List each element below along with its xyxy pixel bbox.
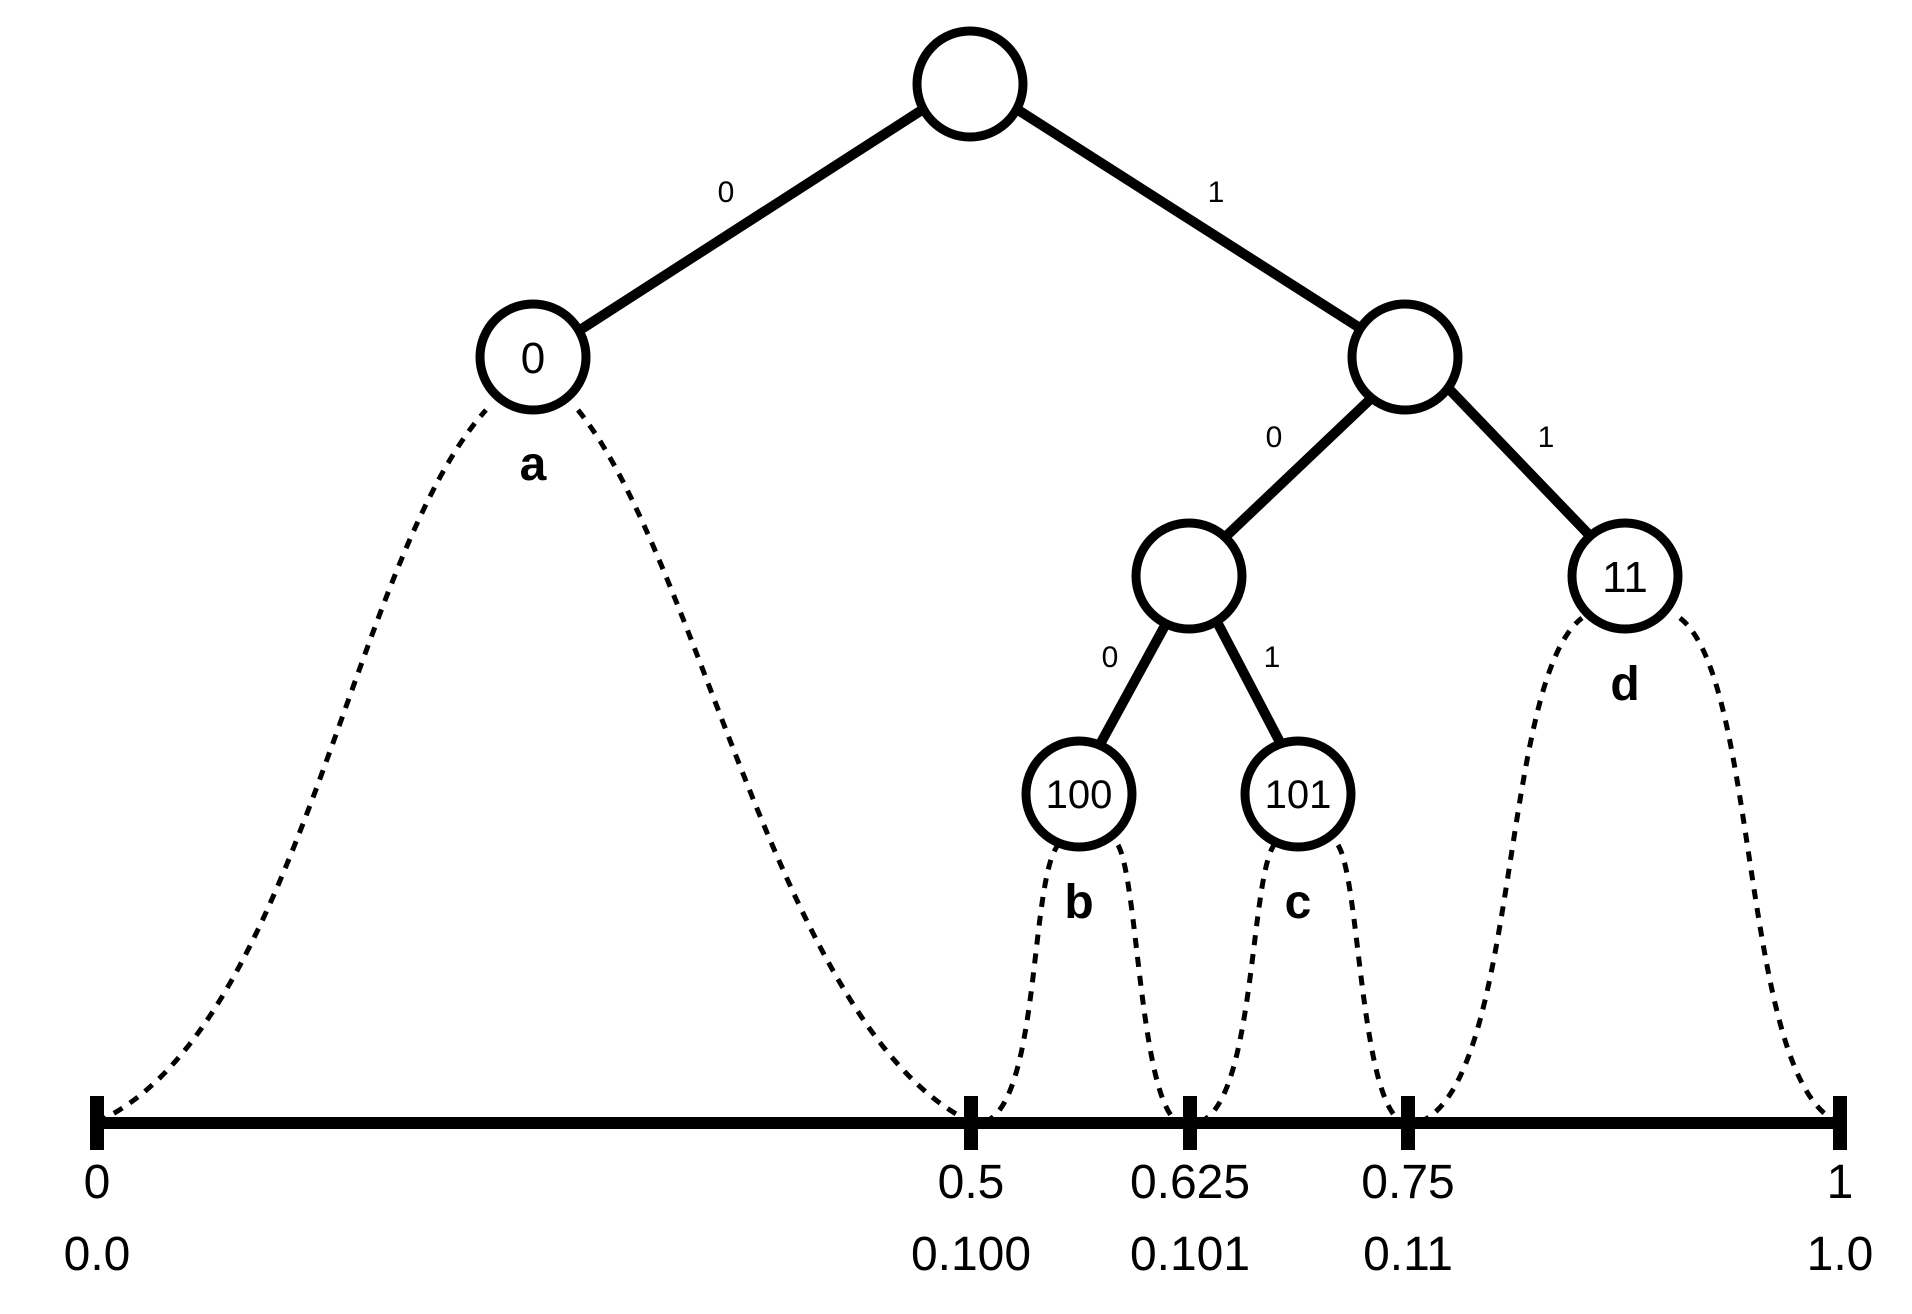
tree-nodes: 0 11 100 101 xyxy=(475,26,1683,852)
axis-tick-labels: 0 0.0 0.5 0.100 0.625 0.101 0.75 0.11 1 … xyxy=(64,1156,1874,1281)
node-0-code: 0 xyxy=(521,334,545,383)
edge-labels: 0 1 0 1 0 1 xyxy=(718,176,1555,674)
node-1 xyxy=(1347,299,1463,415)
symbol-b: b xyxy=(1064,876,1093,929)
node-11-code: 11 xyxy=(1602,553,1648,602)
tick-label-binary: 1.0 xyxy=(1807,1228,1874,1281)
curve-c xyxy=(1198,843,1277,1125)
tick-label-binary: 0.100 xyxy=(911,1228,1031,1281)
tick-label-binary: 0.11 xyxy=(1363,1228,1453,1281)
edge-root-left xyxy=(577,103,928,335)
node-100-code: 100 xyxy=(1046,773,1113,817)
curve-b xyxy=(1115,843,1180,1125)
edge-label-n1-left: 0 xyxy=(1266,421,1283,454)
symbol-labels: a d b c xyxy=(520,438,1640,929)
curve-b xyxy=(983,843,1061,1125)
edge-root-right xyxy=(1012,103,1366,335)
curve-c xyxy=(1335,843,1404,1125)
edge-label-n10-right: 1 xyxy=(1264,641,1281,674)
node-100: 100 xyxy=(1021,736,1137,852)
node-101-code: 101 xyxy=(1265,773,1332,817)
curve-a xyxy=(95,408,488,1125)
node-11: 11 xyxy=(1567,518,1683,634)
tick-label-decimal: 1 xyxy=(1827,1156,1854,1209)
node-0: 0 xyxy=(475,299,591,415)
symbol-a: a xyxy=(520,438,547,491)
tick-label-binary: 0.101 xyxy=(1130,1228,1250,1281)
edge-n10-right xyxy=(1211,617,1288,751)
edge-label-root-left: 0 xyxy=(718,176,735,209)
curve-a xyxy=(576,408,973,1125)
edge-n1-left xyxy=(1216,386,1384,546)
probability-curves xyxy=(95,408,1839,1125)
node-10 xyxy=(1131,518,1247,634)
curve-d xyxy=(1419,616,1584,1125)
tick-label-binary: 0.0 xyxy=(64,1228,131,1281)
symbol-d: d xyxy=(1610,658,1639,711)
edge-label-root-right: 1 xyxy=(1208,176,1225,209)
tick-label-decimal: 0 xyxy=(84,1156,111,1209)
tree-edges xyxy=(577,103,1600,751)
node-root xyxy=(912,26,1028,142)
edge-label-n1-right: 1 xyxy=(1538,421,1555,454)
edge-n10-left xyxy=(1093,617,1173,751)
tick-label-decimal: 0.5 xyxy=(938,1156,1005,1209)
tick-label-decimal: 0.625 xyxy=(1130,1156,1250,1209)
symbol-c: c xyxy=(1285,876,1312,929)
node-101: 101 xyxy=(1240,736,1356,852)
edge-n1-right xyxy=(1446,386,1600,546)
interval-axis xyxy=(90,1096,1847,1150)
edge-label-n10-left: 0 xyxy=(1102,641,1119,674)
tick-label-decimal: 0.75 xyxy=(1361,1156,1454,1209)
curve-d xyxy=(1678,616,1839,1125)
